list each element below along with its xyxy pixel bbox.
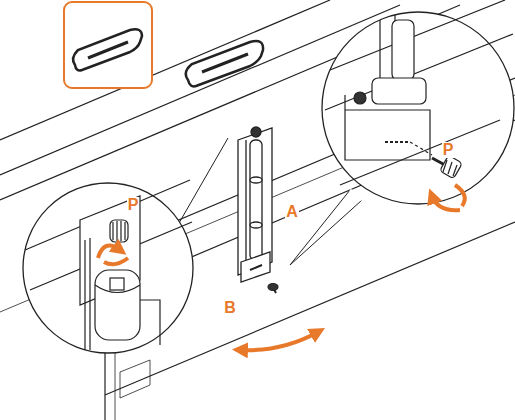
wall-rail-part xyxy=(0,0,330,140)
detail-circle-left-part-part xyxy=(110,278,124,290)
part-letter: B xyxy=(223,300,237,316)
detail-circle-right-part-part xyxy=(385,141,410,143)
detail-circle-right-part xyxy=(325,0,513,185)
bracket-a-part xyxy=(250,140,262,260)
wall-rail-part xyxy=(115,345,116,420)
screw-b-part xyxy=(268,284,278,291)
bracket-a-part xyxy=(250,177,262,183)
detail-circle-right-part xyxy=(350,190,362,200)
part-letter: P xyxy=(127,197,140,213)
bracket-plate-spare xyxy=(186,41,263,86)
inset-box-part xyxy=(88,42,128,58)
detail-circle-right-part-part xyxy=(340,120,500,185)
detail-circle-right-part xyxy=(290,190,362,265)
bracket-a-part xyxy=(250,265,262,270)
knob-p-left-part xyxy=(113,221,125,241)
bracket-a-part xyxy=(250,222,262,228)
detail-circle-right-part xyxy=(322,12,514,204)
detail-circle-right-part-part xyxy=(330,0,505,70)
detail-circle-left-part xyxy=(25,180,192,350)
detail-circle-right-part-part xyxy=(345,95,430,160)
detail-circle-left xyxy=(23,138,228,353)
detail-circle-right-part-part xyxy=(372,78,426,104)
detail-circle-left-part xyxy=(104,258,128,264)
curved-arrow-slide-part xyxy=(240,332,318,350)
detail-circle-left-part-part xyxy=(140,300,160,345)
bracket-plate-spare-part xyxy=(186,41,263,86)
detail-circle-right-part-part xyxy=(410,142,432,155)
inset-box-part xyxy=(73,29,142,70)
knob-p-right xyxy=(432,155,462,179)
inset-box-part xyxy=(64,2,152,88)
detail-circle-left-part xyxy=(175,138,228,230)
detail-circle-right-part xyxy=(432,196,460,210)
detail-circle-left-part xyxy=(98,246,120,259)
detail-circle-right-part-part xyxy=(354,92,366,104)
detail-circle-left-part-part xyxy=(85,238,90,350)
detail-circle-left-part xyxy=(23,183,193,353)
detail-circle-left-part-part xyxy=(95,270,140,340)
bracket-a-part xyxy=(245,140,246,268)
knob-p-right-part xyxy=(443,160,457,176)
bracket-a-part xyxy=(241,252,270,282)
part-letter: P xyxy=(442,142,455,158)
detail-circle-right-part-part xyxy=(325,34,513,110)
knob-p-left xyxy=(110,220,128,242)
wall-rail-part xyxy=(120,360,150,398)
bracket-a xyxy=(238,127,272,282)
detail-circle-right-part xyxy=(455,185,465,206)
inset-box xyxy=(64,2,152,88)
part-letter: A xyxy=(285,204,299,220)
knob-p-left-part xyxy=(110,220,128,242)
curved-arrow-slide xyxy=(240,332,318,350)
screw-b xyxy=(268,284,278,294)
detail-circle-right-part-part xyxy=(392,20,414,80)
detail-circle-right xyxy=(290,0,514,265)
bracket-plate-spare-part xyxy=(202,54,248,72)
bracket-a-part xyxy=(251,127,261,137)
knob-p-right-part xyxy=(440,155,463,179)
